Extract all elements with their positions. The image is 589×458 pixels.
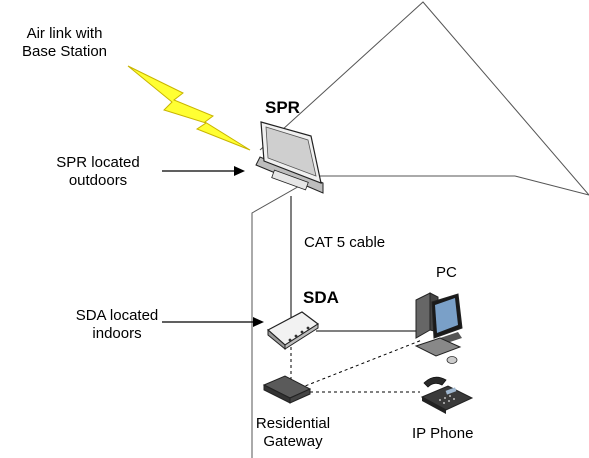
house-roof-outline <box>259 1 589 196</box>
air-link-label-line1: Air link with <box>26 25 103 42</box>
ip-phone-label: IP Phone <box>412 425 474 442</box>
residential-gateway-line2: Gateway <box>263 433 323 450</box>
lightning-bolt-icon <box>127 65 251 151</box>
spr-location-line2: outdoors <box>68 172 128 189</box>
residential-gateway-label: Residential Gateway <box>253 415 333 451</box>
residential-gateway-line1: Residential <box>255 415 331 432</box>
sda-location-arrow <box>162 317 264 327</box>
roof-edge <box>514 175 589 196</box>
sda-location-line2: indoors <box>92 325 142 342</box>
spr-location-arrow <box>162 166 245 176</box>
spr-title: SPR <box>265 98 300 117</box>
spr-location-line1: SPR located <box>56 154 140 171</box>
house-wall-outline <box>251 175 515 458</box>
dashed-links <box>290 339 423 393</box>
residential-gateway-icon <box>262 375 312 404</box>
cat5-cable-label: CAT 5 cable <box>304 234 386 251</box>
sda-location-line1: SDA located <box>75 307 159 324</box>
sda-device-icon <box>266 311 320 351</box>
pc-icon <box>414 292 463 364</box>
spr-device-icon <box>255 121 324 194</box>
air-link-label: Air link with Base Station <box>12 25 117 61</box>
air-link-label-line2: Base Station <box>21 43 108 60</box>
sda-title: SDA <box>303 288 339 307</box>
ip-phone-icon <box>420 376 474 414</box>
pc-label: PC <box>436 264 457 281</box>
sda-location-label: SDA located indoors <box>70 307 164 343</box>
spr-location-label: SPR located outdoors <box>38 154 158 190</box>
